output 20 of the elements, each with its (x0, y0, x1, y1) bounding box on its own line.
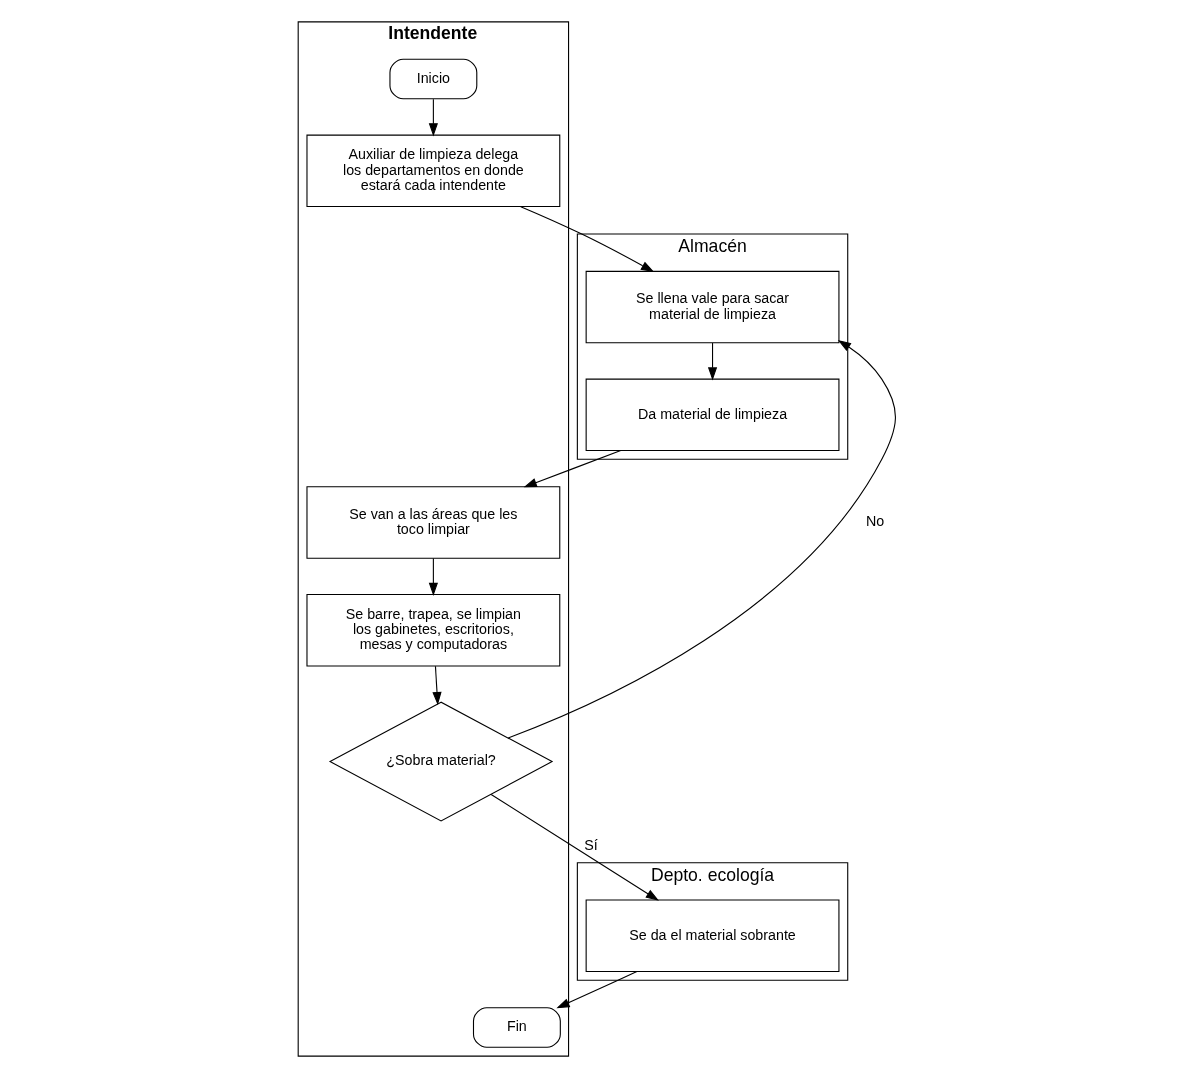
node-box: Se van a las áreas que les toco limpiar (305, 486, 560, 559)
arrow (428, 557, 438, 596)
node-box: Se barre, trapea, se limpian los gabinetes, escritorios, mesas y computadoras (305, 593, 560, 667)
edge-label: No (865, 513, 884, 530)
node-diamond: ¿Sobra material? (328, 701, 553, 822)
arrow (431, 665, 442, 706)
node-box: Se da el material sobrante (585, 899, 839, 973)
arrow (428, 98, 438, 137)
arrow (507, 340, 896, 739)
arrow (555, 970, 637, 1009)
arrow (490, 793, 659, 901)
arrow (707, 342, 717, 381)
node-box: Da material de limpieza (585, 378, 839, 452)
node-box: Auxiliar de limpieza delega los departamentos en donde estará cada intendente (305, 134, 560, 208)
edge-label: Sí (583, 836, 598, 853)
node-box: Inicio (388, 58, 477, 100)
arrow (523, 450, 621, 488)
node-box: Fin (472, 1007, 561, 1048)
arrow (519, 206, 654, 273)
node-box: Se llena vale para sacar material de limpieza (585, 270, 839, 344)
